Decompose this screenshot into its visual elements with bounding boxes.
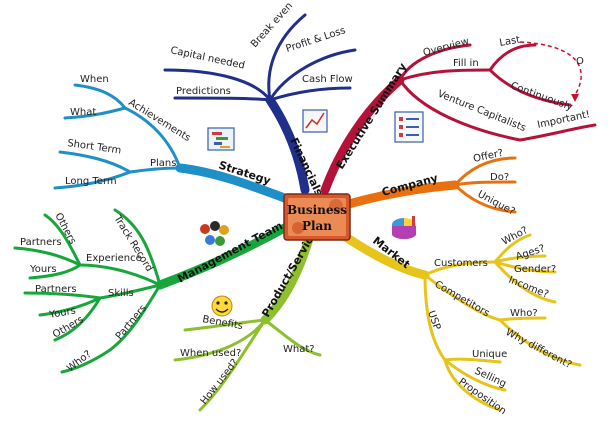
team-people-icon	[200, 221, 229, 246]
strategy-achievements: Achievements	[126, 97, 192, 144]
market-competitor-why-different: Why different?	[504, 327, 574, 371]
mgmt-skills-yours: Yours	[48, 306, 77, 322]
mgmt-skills-partners: Partners	[35, 284, 77, 295]
mgmt-experience-partners: Partners	[20, 237, 62, 248]
exec-continuously: Continuously	[509, 80, 574, 113]
exec-overview: Overview	[422, 36, 470, 59]
central-node: Business Plan	[283, 193, 351, 241]
line-chart-icon	[302, 109, 328, 133]
central-title-line1: Business	[287, 203, 347, 217]
market-customers: Customers	[434, 258, 488, 269]
management-team-branch: Management Team Track Record Experience …	[13, 208, 295, 374]
strategy-branch: Strategy Achievements When What Plans Sh…	[53, 74, 295, 205]
pie-chart-icon	[391, 216, 417, 239]
checklist-icon	[394, 111, 424, 143]
strategy-when: When	[80, 74, 109, 85]
strategy-plans: Plans	[150, 158, 176, 169]
company-do: Do?	[490, 172, 509, 183]
smiley-face-icon	[211, 295, 233, 317]
strategy-what: What	[70, 107, 96, 118]
product-how-used: How used?	[199, 357, 241, 407]
management-team-label: Management Team	[175, 219, 285, 285]
executive-summary-branch: Executive Summary Overview Fill in Last …	[320, 34, 597, 195]
mgmt-experience-yours: Yours	[29, 264, 57, 275]
strategy-long-term: Long Term	[65, 176, 117, 187]
exec-venture-capitalists: Venture Capitalists	[436, 89, 527, 134]
mgmt-track-record: Track Record	[111, 213, 155, 274]
financials-child-3: Cash Flow	[302, 74, 353, 85]
financials-child-1: Profit & Loss	[285, 25, 348, 55]
market-customer-income: Income?	[507, 275, 550, 301]
product-service-branch: Product/Service Benefits When used? What…	[173, 228, 322, 412]
mgmt-skills: Skills	[108, 288, 134, 299]
market-competitors: Competitors	[433, 279, 492, 319]
product-benefits: Benefits	[201, 314, 243, 332]
exec-o-mark: O	[576, 56, 584, 67]
gantt-chart-icon	[207, 127, 235, 151]
product-when-used: When used?	[180, 348, 241, 359]
market-competitor-who: Who?	[510, 308, 538, 319]
market-customer-ages: Ages?	[515, 243, 547, 263]
exec-last: Last	[499, 34, 522, 48]
financials-child-2: Capital needed	[169, 45, 245, 72]
mgmt-partners: Partners	[114, 303, 149, 342]
product-what: What?	[283, 344, 315, 355]
market-usp-unique: Unique	[472, 349, 507, 360]
central-title-line2: Plan	[302, 219, 332, 233]
financials-child-4: Predictions	[176, 86, 231, 97]
mgmt-experience: Experience	[86, 253, 142, 264]
market-branch: Market Customers Who? Ages? Gender? Inco…	[330, 225, 582, 417]
company-branch: Company Offer? Do? Unique?	[340, 148, 517, 218]
market-customer-gender: Gender?	[514, 264, 556, 275]
exec-fill-in: Fill in	[453, 58, 479, 69]
